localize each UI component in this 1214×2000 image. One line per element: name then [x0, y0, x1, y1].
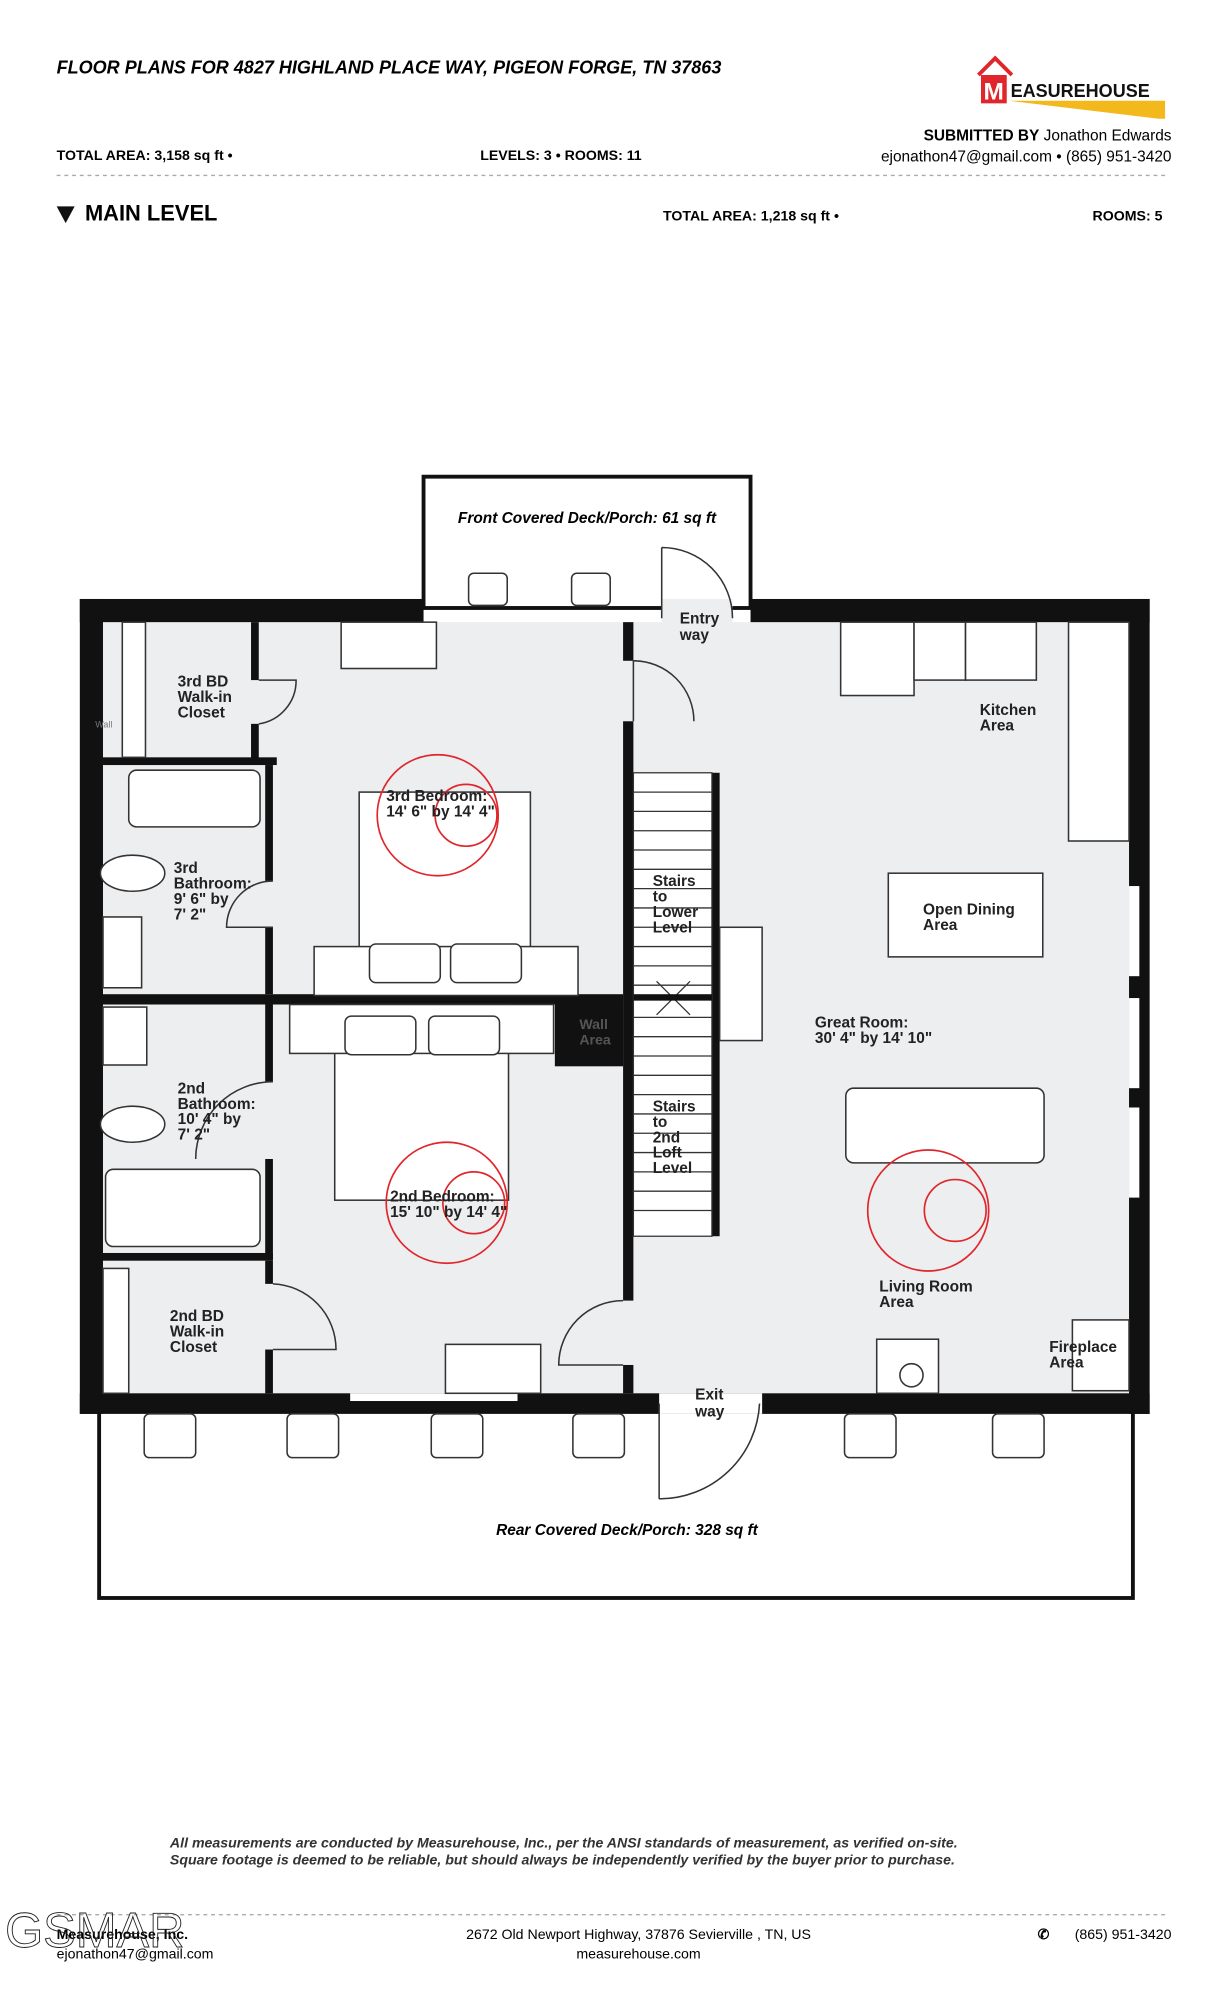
levels-rooms: LEVELS: 3 • ROOMS: 11 — [480, 148, 642, 164]
bedroom2-label: 2nd Bedroom:15' 10" by 14' 4" — [390, 1188, 507, 1220]
level-total-area: TOTAL AREA: 1,218 sq ft • — [663, 208, 839, 224]
footer-website[interactable]: measurehouse.com — [576, 1946, 700, 1962]
footer-phone: (865) 951-3420 — [1075, 1927, 1172, 1943]
great-room-label: Great Room:30' 4" by 14' 10" — [815, 1015, 932, 1047]
contact-info: ejonathon47@gmail.com • (865) 951-3420 — [881, 148, 1172, 165]
svg-text:Wall: Wall — [95, 720, 112, 730]
footer-company: Measurehouse, Inc. — [57, 1927, 188, 1943]
measurehouse-logo: EASUREHOUSE M — [977, 55, 1166, 119]
bedroom3-label: 3rd Bedroom:14' 6" by 14' 4" — [386, 788, 495, 820]
footer-address: 2672 Old Newport Highway, 37876 Seviervi… — [466, 1927, 811, 1943]
front-deck-label: Front Covered Deck/Porch: 61 sq ft — [458, 510, 717, 527]
page-title: FLOOR PLANS FOR 4827 HIGHLAND PLACE WAY,… — [57, 58, 722, 78]
collapse-triangle-icon[interactable] — [56, 206, 75, 224]
svg-text:EASUREHOUSE: EASUREHOUSE — [1011, 81, 1150, 101]
footer-email[interactable]: ejonathon47@gmail.com — [57, 1946, 214, 1962]
watermark: GSMAR — [5, 1904, 184, 1958]
total-area: TOTAL AREA: 3,158 sq ft • — [57, 148, 233, 164]
disclaimer-line-1: All measurements are conducted by Measur… — [169, 1836, 958, 1852]
svg-text:M: M — [984, 78, 1004, 105]
level-name[interactable]: MAIN LEVEL — [85, 200, 217, 225]
floor-plan: Front Covered Deck/Porch: 61 sq ft Rear … — [79, 474, 1150, 1600]
level-rooms: ROOMS: 5 — [1092, 208, 1162, 224]
rear-deck-label: Rear Covered Deck/Porch: 328 sq ft — [496, 1522, 759, 1539]
phone-icon: ✆ — [1038, 1927, 1050, 1943]
disclaimer-line-2: Square footage is deemed to be reliable,… — [170, 1852, 955, 1868]
submitted-by: SUBMITTED BY Jonathon Edwards — [924, 128, 1172, 145]
